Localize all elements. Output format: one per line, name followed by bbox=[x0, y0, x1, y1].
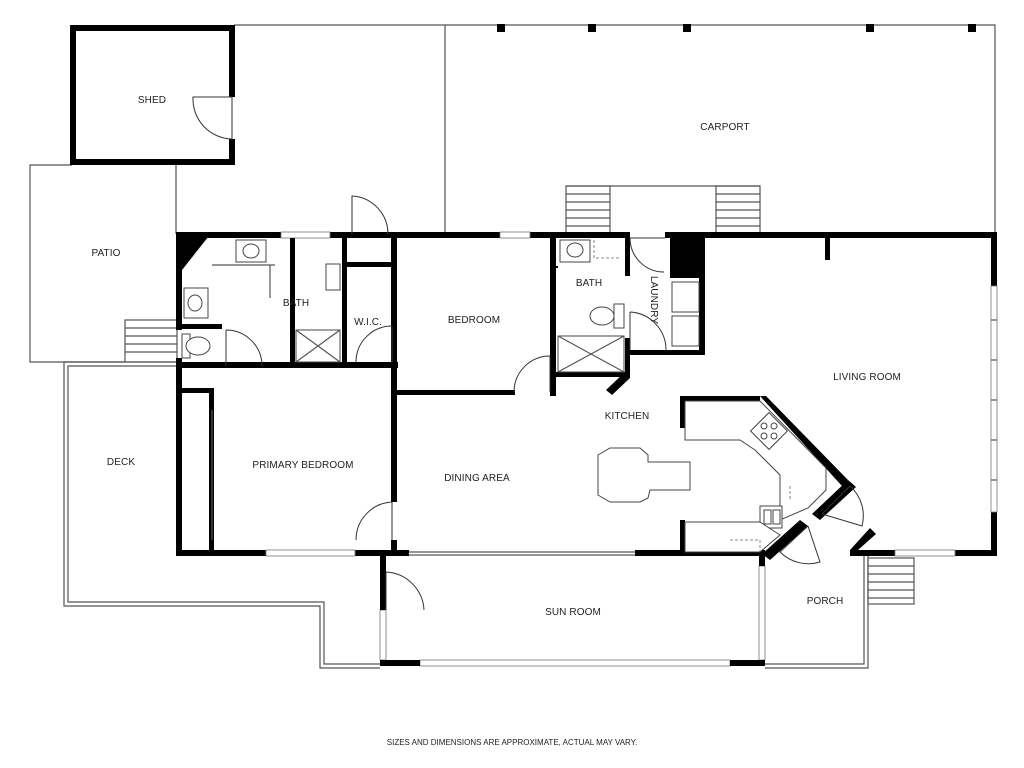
toilet bbox=[589, 306, 615, 326]
room-label-bath: BATH bbox=[576, 278, 602, 289]
window bbox=[265, 549, 356, 557]
carport-post bbox=[683, 24, 691, 32]
door bbox=[629, 237, 665, 273]
room-label-primary-bedroom: PRIMARY BEDROOM bbox=[252, 460, 353, 471]
stove bbox=[749, 411, 789, 451]
doors bbox=[211, 195, 864, 611]
kitchen-counter bbox=[684, 521, 781, 553]
fixtures bbox=[181, 239, 827, 553]
window bbox=[894, 549, 956, 557]
stairs-patio bbox=[124, 319, 178, 363]
patio-outline bbox=[29, 164, 125, 363]
towel-rack bbox=[325, 263, 341, 291]
outdoor-outlines bbox=[29, 24, 996, 669]
sun-room-walls bbox=[380, 556, 765, 666]
window bbox=[280, 231, 331, 239]
toilet bbox=[185, 336, 211, 356]
washer bbox=[671, 281, 700, 313]
door bbox=[821, 485, 864, 527]
door bbox=[779, 525, 821, 565]
sink bbox=[242, 243, 260, 259]
window bbox=[379, 609, 387, 661]
door bbox=[629, 311, 667, 351]
dryer bbox=[671, 315, 700, 347]
room-label-wic: W.I.C. bbox=[354, 317, 382, 328]
carport-post bbox=[588, 24, 596, 32]
door bbox=[355, 325, 393, 363]
door bbox=[385, 571, 425, 611]
window bbox=[990, 285, 998, 513]
room-label-dining-area: DINING AREA bbox=[444, 473, 510, 484]
porch-outline-outer bbox=[765, 556, 869, 669]
window bbox=[499, 231, 531, 239]
door bbox=[351, 195, 389, 235]
sink bbox=[187, 294, 203, 312]
room-label-sun-room: SUN ROOM bbox=[545, 607, 601, 618]
window bbox=[419, 659, 731, 667]
room-label-bedroom: BEDROOM bbox=[448, 315, 500, 326]
deck-outline-inner bbox=[67, 365, 380, 665]
window bbox=[758, 565, 766, 661]
room-label-carport: CARPORT bbox=[700, 122, 749, 133]
room-label-living-room: LIVING ROOM bbox=[833, 372, 901, 383]
kitchen-island bbox=[597, 447, 691, 503]
carport-outline bbox=[234, 24, 996, 234]
room-label-shed: SHED bbox=[138, 95, 166, 106]
carport-post bbox=[497, 24, 505, 32]
room-labels: SHED CARPORT PATIO BATH W.I.C. BEDROOM B… bbox=[91, 95, 900, 618]
toilet-tank bbox=[613, 303, 625, 329]
carport-post bbox=[968, 24, 976, 32]
room-label-kitchen: KITCHEN bbox=[605, 411, 650, 422]
sink bbox=[566, 242, 584, 258]
shed bbox=[70, 25, 235, 165]
door bbox=[225, 329, 263, 367]
door bbox=[513, 355, 551, 393]
disclaimer-text: SIZES AND DIMENSIONS ARE APPROXIMATE, AC… bbox=[387, 738, 637, 747]
stairs bbox=[124, 185, 915, 605]
porch-outline-inner bbox=[765, 556, 865, 665]
kitchen-counter bbox=[684, 400, 827, 521]
shed-door bbox=[192, 96, 233, 140]
room-label-patio: PATIO bbox=[91, 248, 120, 259]
room-label-deck: DECK bbox=[107, 457, 135, 468]
door bbox=[355, 501, 393, 541]
stairs-porch bbox=[867, 557, 915, 605]
room-label-laundry: LAUNDRY bbox=[648, 276, 659, 325]
room-label-porch: PORCH bbox=[807, 596, 844, 607]
carport-post bbox=[866, 24, 874, 32]
deck-outline-outer bbox=[63, 361, 380, 669]
exterior-walls bbox=[176, 232, 997, 556]
room-label-bath: BATH bbox=[283, 298, 309, 309]
